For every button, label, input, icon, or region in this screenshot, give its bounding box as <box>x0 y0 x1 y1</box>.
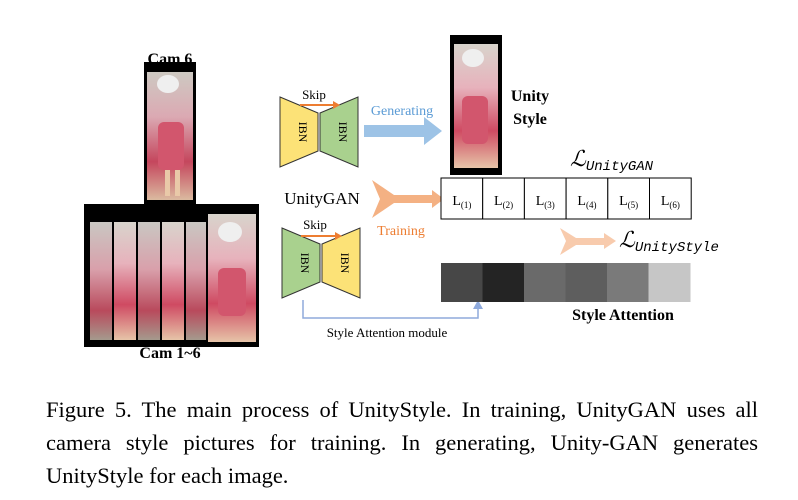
loss-boxes: L(1) L(2) L(3) L(4) L(5) L(6) <box>440 177 692 220</box>
loss-box <box>440 177 484 220</box>
loss-box-label: L(1) <box>452 194 471 210</box>
skip-label-bottom: Skip <box>303 217 327 232</box>
cams-stack-images <box>84 204 259 347</box>
figure-caption: Figure 5. The main process of UnityStyle… <box>46 397 758 488</box>
loss-unitystyle-label: ℒUnityStyle <box>619 227 719 256</box>
loss-unitygan-label: ℒUnityGAN <box>570 146 654 175</box>
attention-cell <box>482 263 525 302</box>
skip-label-top: Skip <box>302 87 326 102</box>
training-chevron <box>372 180 432 218</box>
style-attention-bar <box>441 263 691 302</box>
loss-box <box>607 177 650 220</box>
loss-box <box>482 177 525 220</box>
unitygan-generator-bottom <box>281 227 361 299</box>
style-attention-label: Style Attention <box>572 307 674 324</box>
cam6-label: Cam 6 <box>148 51 193 68</box>
style-attention-module-connector <box>302 300 479 319</box>
unity-style-label-line2: Style <box>513 111 547 128</box>
loss-box <box>649 177 692 220</box>
loss-box-label: L(3) <box>536 194 555 210</box>
ibn-label-bottom-right: IBN <box>338 253 352 274</box>
style-attention-module-arrowhead <box>473 300 483 309</box>
attention-cell <box>565 263 608 302</box>
unitygan-generator-top <box>279 96 359 168</box>
unity-style-image <box>450 35 502 175</box>
attention-cell <box>648 263 691 302</box>
loss-box <box>523 177 567 220</box>
figure-diagram: Cam 6 Cam 1~6 IBN IBN Skip Generating Un… <box>84 35 719 362</box>
unity-style-label-line1: Unity <box>511 88 549 105</box>
generating-label: Generating <box>371 104 433 119</box>
unitygan-label: UnityGAN <box>284 189 360 208</box>
training-arrowhead <box>432 190 444 208</box>
loss-box <box>565 177 609 220</box>
unitystyle-chevron <box>560 228 604 255</box>
loss-box-label: L(5) <box>619 194 638 210</box>
style-attention-module-label: Style Attention module <box>327 325 448 340</box>
loss-box-label: L(4) <box>577 194 596 210</box>
skip-arrowhead-bottom <box>335 232 342 240</box>
loss-box-label: L(6) <box>661 194 680 210</box>
attention-cell <box>524 263 566 302</box>
ibn-label-bottom-left: IBN <box>298 253 312 274</box>
attention-cell <box>441 263 483 302</box>
attention-cell <box>607 263 649 302</box>
skip-arrowhead-top <box>333 101 340 109</box>
ibn-label-top-left: IBN <box>296 122 310 143</box>
generating-arrow <box>364 117 442 145</box>
unitystyle-arrowhead <box>604 233 616 249</box>
cams-label: Cam 1~6 <box>139 345 200 362</box>
training-label: Training <box>377 224 425 239</box>
ibn-label-top-right: IBN <box>336 122 350 143</box>
loss-box-label: L(2) <box>494 194 513 210</box>
cam6-image <box>144 62 196 205</box>
